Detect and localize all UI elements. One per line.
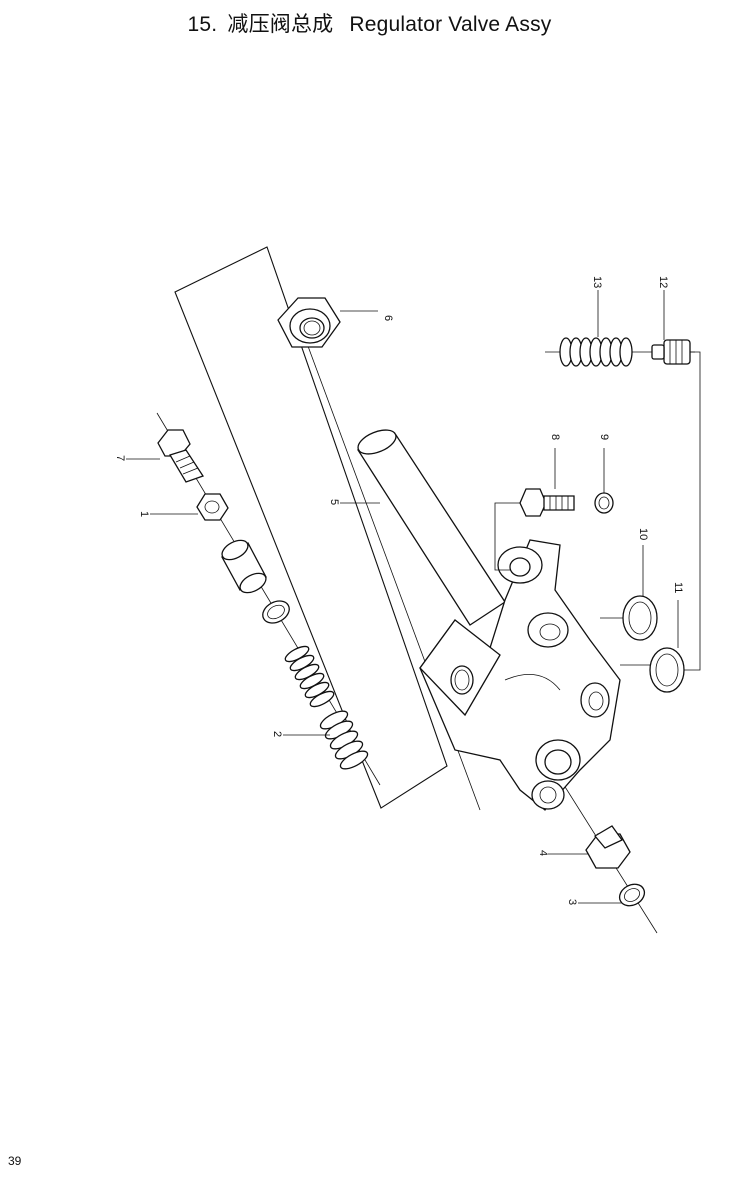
callout-4: 4	[537, 850, 549, 856]
small-ring	[262, 600, 290, 624]
valve-seat-part-12	[651, 339, 691, 365]
ring-part-10	[622, 595, 658, 641]
callout-1: 1	[138, 511, 150, 517]
callout-5: 5	[328, 499, 340, 505]
callout-2: 2	[271, 731, 283, 737]
o-ring-part-9	[594, 492, 614, 514]
callout-3: 3	[566, 899, 578, 905]
piston	[221, 539, 267, 594]
title-english: Regulator Valve Assy	[349, 13, 552, 36]
callout-6: 6	[382, 315, 394, 321]
small-nut-part-1	[196, 493, 229, 521]
subassembly-frame	[174, 246, 448, 809]
valve-body	[419, 539, 621, 811]
rod-part-5	[357, 429, 506, 626]
callout-8: 8	[549, 434, 561, 440]
callout-10: 10	[637, 528, 649, 540]
hex-nut-part-6	[277, 297, 341, 348]
title-number: 15.	[187, 13, 218, 36]
right-leader-line	[675, 351, 701, 671]
callout-12: 12	[657, 276, 669, 288]
title-chinese: 减压阀总成	[227, 13, 334, 36]
callout-13: 13	[591, 276, 603, 288]
washer-part-3	[618, 883, 646, 907]
spring-part-2	[284, 645, 369, 770]
callout-11: 11	[672, 582, 684, 593]
page-title: 15. 减压阀总成 Regulator Valve Assy	[0, 8, 739, 38]
ring-part-11	[649, 647, 685, 693]
callout-9: 9	[598, 434, 610, 440]
bolt-part-8	[519, 488, 575, 517]
page-number: 39	[8, 1154, 22, 1168]
spring-part-13	[559, 337, 633, 367]
bolt-part-7	[157, 429, 204, 483]
plug-part-4	[585, 825, 631, 869]
callout-7: 7	[114, 455, 126, 461]
